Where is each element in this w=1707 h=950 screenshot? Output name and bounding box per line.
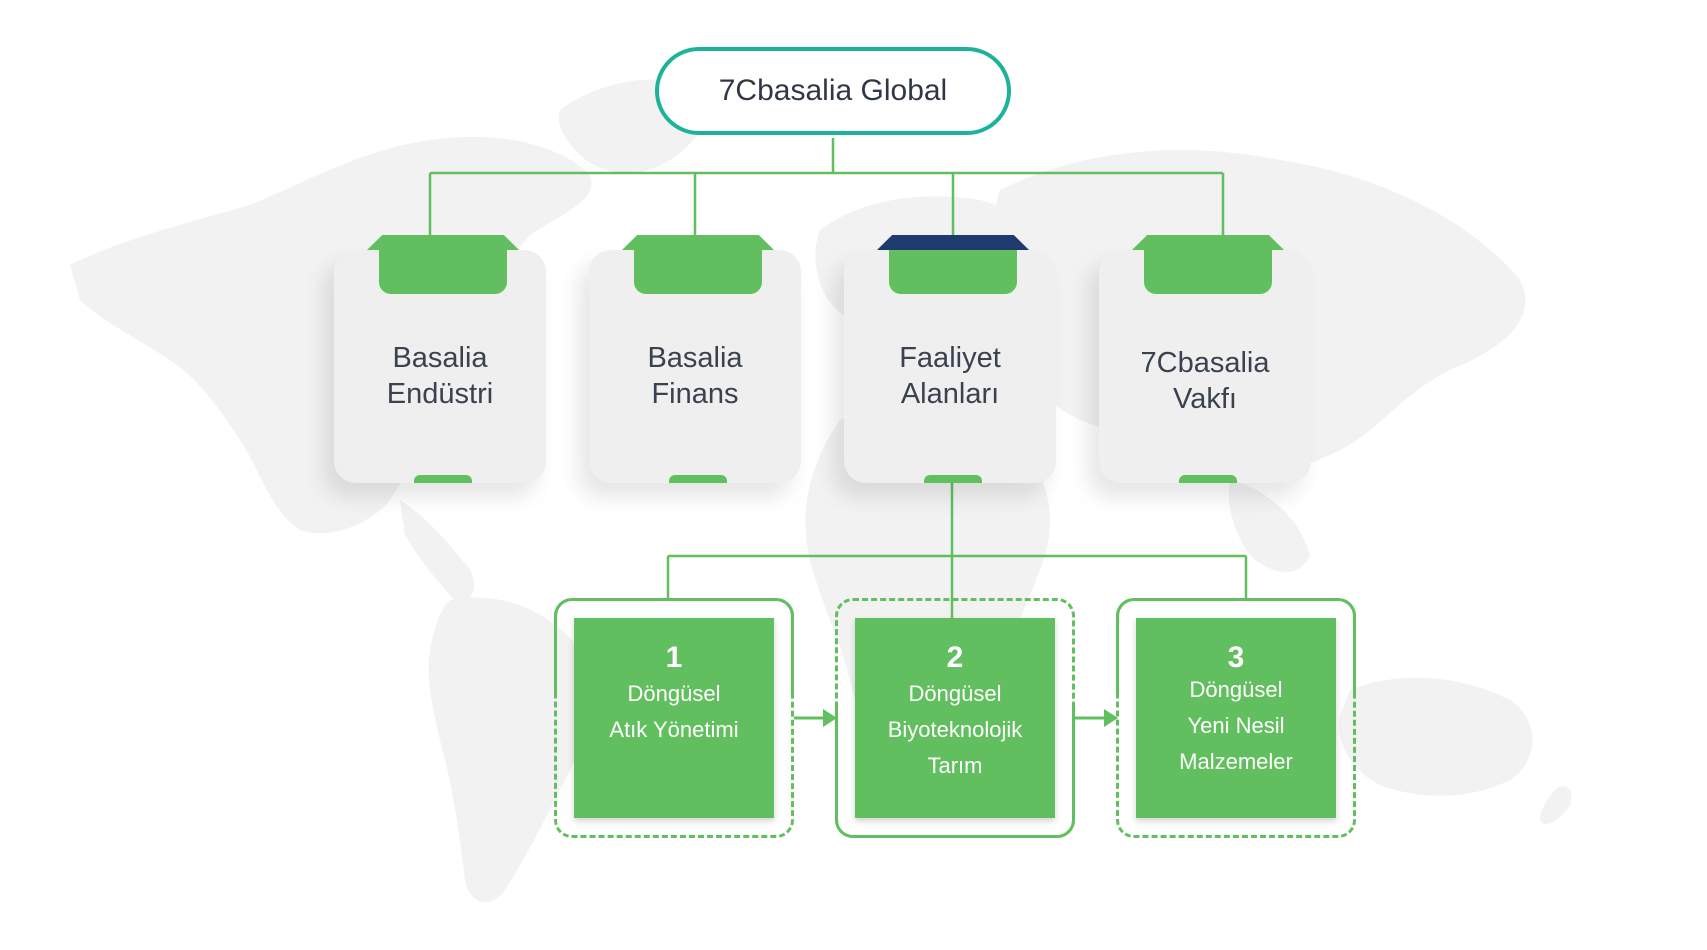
card-foot-tab	[1179, 475, 1237, 483]
company-card-basalia-endustri: Basalia Endüstri	[334, 235, 546, 483]
activity-number: 1	[665, 641, 683, 674]
activity-label-line: Döngüsel	[1189, 677, 1283, 702]
activity-label-line: Atık Yönetimi	[609, 717, 739, 742]
activity-number: 2	[946, 641, 964, 674]
activity-label-line: Döngüsel	[908, 681, 1002, 706]
activity-box-2: 2 Döngüsel Biyoteknolojik Tarım	[855, 618, 1055, 818]
company-label-line: 7Cbasalia	[1140, 347, 1270, 379]
activity-label-line: Biyoteknolojik	[887, 717, 1023, 742]
card-tab-wing	[877, 235, 1029, 250]
company-label: Basalia Endüstri	[334, 340, 546, 412]
root-node: 7Cbasalia Global	[655, 47, 1011, 135]
activity-label: Döngüsel Biyoteknolojik Tarım	[855, 676, 1055, 784]
company-label-line: Finans	[651, 378, 739, 410]
company-card-faaliyet-alanlari: Faaliyet Alanları	[844, 235, 1056, 483]
company-card-7cbasalia-vakfi: 7Cbasalia Vakfı	[1099, 235, 1311, 483]
activity-label-line: Döngüsel	[627, 681, 721, 706]
card-foot-tab	[924, 475, 982, 483]
company-label-line: Basalia	[647, 342, 743, 374]
card-foot-tab	[669, 475, 727, 483]
activity-label: Döngüsel Atık Yönetimi	[574, 676, 774, 748]
card-tab-wing	[622, 235, 774, 250]
company-card-basalia-finans: Basalia Finans	[589, 235, 801, 483]
card-tab-wing	[1132, 235, 1284, 250]
company-label-line: Endüstri	[386, 378, 494, 410]
company-label: Faaliyet Alanları	[844, 340, 1056, 412]
company-label: 7Cbasalia Vakfı	[1099, 345, 1311, 417]
activity-box-1: 1 Döngüsel Atık Yönetimi	[574, 618, 774, 818]
activity-box-3: 3 Döngüsel Yeni Nesil Malzemeler	[1136, 618, 1336, 818]
company-label-line: Alanları	[900, 378, 1000, 410]
activity-label: Döngüsel Yeni Nesil Malzemeler	[1136, 672, 1336, 780]
card-foot-tab	[414, 475, 472, 483]
root-label: 7Cbasalia Global	[718, 74, 948, 107]
card-tab	[1144, 250, 1272, 294]
company-label-line: Basalia	[392, 342, 488, 374]
activity-label-line: Tarım	[927, 753, 983, 778]
card-tab	[379, 250, 507, 294]
company-label-line: Faaliyet	[899, 342, 1001, 374]
activity-frame-1-top	[554, 598, 794, 694]
company-label: Basalia Finans	[589, 340, 801, 412]
activity-label-line: Yeni Nesil	[1187, 713, 1285, 738]
activity-frame-2-bottom	[835, 706, 1075, 838]
activity-label-line: Malzemeler	[1179, 749, 1293, 774]
card-tab	[889, 250, 1017, 294]
activity-frame-3-top	[1116, 598, 1356, 694]
activity-number: 3	[1227, 641, 1245, 674]
card-tab-wing	[367, 235, 519, 250]
company-label-line: Vakfı	[1173, 383, 1237, 415]
card-tab	[634, 250, 762, 294]
